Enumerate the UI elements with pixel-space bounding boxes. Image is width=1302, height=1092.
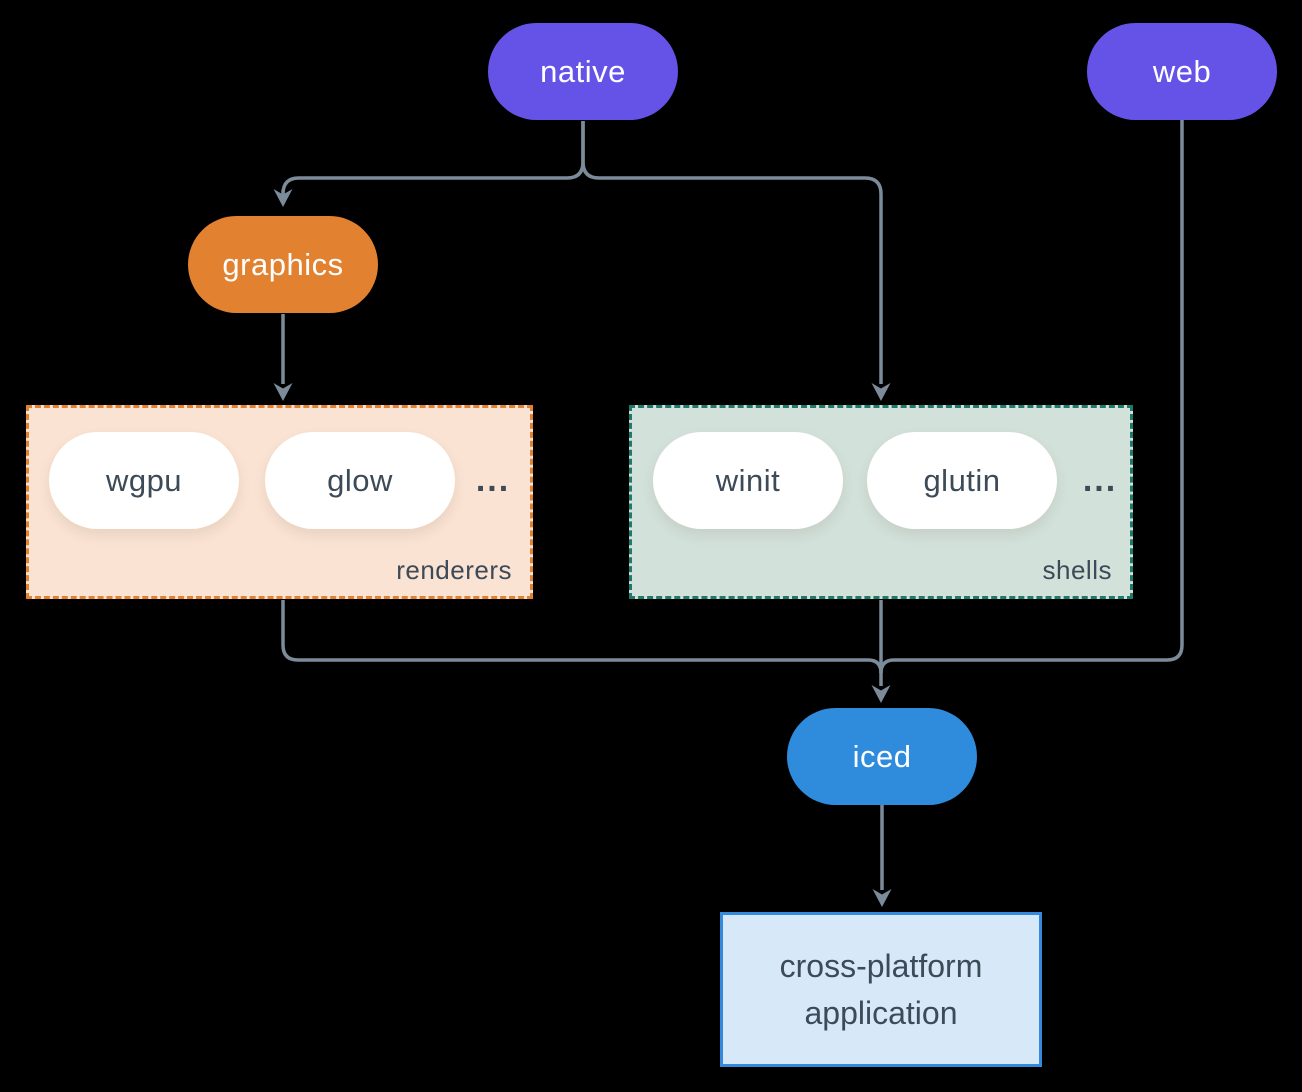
- edge-renderers-to-iced: [281, 600, 883, 674]
- node-iced: iced: [787, 708, 977, 805]
- shells-ellipsis: ...: [1082, 461, 1118, 499]
- arrowhead-iced: [871, 685, 891, 703]
- node-web: web: [1087, 23, 1277, 120]
- arrowhead-application: [872, 889, 892, 907]
- node-iced-label: iced: [852, 738, 912, 774]
- application-label-line1: cross-platform: [779, 948, 983, 985]
- node-native-label: native: [540, 53, 626, 89]
- node-graphics-label: graphics: [222, 246, 344, 282]
- node-graphics: graphics: [188, 216, 378, 313]
- node-web-label: web: [1152, 53, 1212, 89]
- node-wgpu-label: wgpu: [105, 462, 183, 498]
- node-wgpu: wgpu: [49, 432, 239, 529]
- node-glow: glow: [265, 432, 455, 529]
- node-winit: winit: [653, 432, 843, 529]
- arrowhead-graphics: [273, 189, 293, 207]
- node-glutin: glutin: [867, 432, 1057, 529]
- node-glow-label: glow: [327, 462, 393, 498]
- edge-native-to-shells: [581, 121, 883, 384]
- node-winit-label: winit: [715, 462, 781, 498]
- renderers-ellipsis: ...: [475, 461, 511, 499]
- group-shells: winit glutin ... shells: [629, 405, 1133, 599]
- node-glutin-label: glutin: [923, 462, 1001, 498]
- group-renderers: wgpu glow ... renderers: [26, 405, 533, 599]
- arrowhead-shells: [871, 383, 891, 401]
- application-label-line2: application: [804, 994, 958, 1031]
- edge-native-to-graphics: [281, 121, 585, 196]
- node-native: native: [488, 23, 678, 120]
- shells-group-label: shells: [1042, 555, 1112, 585]
- arrowhead-renderers: [273, 383, 293, 401]
- node-cross-platform-application: cross-platform application: [720, 912, 1042, 1067]
- renderers-group-label: renderers: [396, 555, 512, 585]
